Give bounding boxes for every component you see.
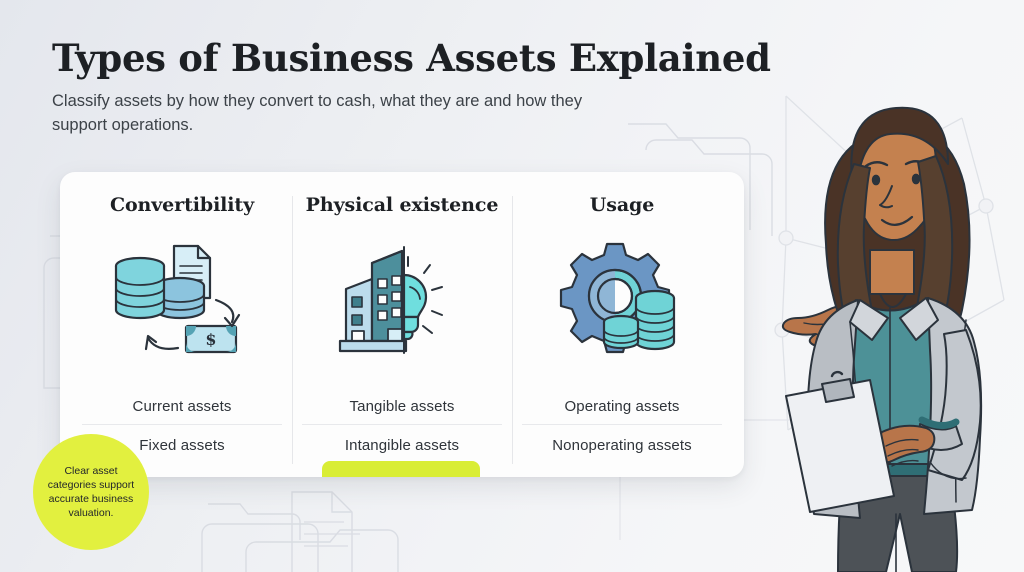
category-items: Operating assets Nonoperating assets: [522, 390, 722, 463]
list-item[interactable]: Current assets: [132, 398, 232, 415]
gear-coin-stacks-icon: [522, 238, 722, 362]
list-item[interactable]: Nonoperating assets: [522, 424, 722, 463]
category-title: Convertibility: [109, 194, 255, 216]
coins-document-cash-cycle-icon: $: [82, 238, 282, 362]
asset-categories-card: Convertibility: [60, 172, 744, 477]
page-title: Types of Business Assets Explained: [52, 36, 771, 80]
status-badge: Clear asset categories support accurate …: [33, 434, 149, 550]
list-item[interactable]: Operating assets: [564, 398, 680, 415]
status-badge-label: Clear asset categories support accurate …: [47, 464, 135, 520]
woman-with-clipboard-presenting-icon: [770, 94, 1024, 572]
svg-text:$: $: [205, 330, 216, 349]
list-item[interactable]: Intangible assets: [302, 424, 502, 463]
category-items: Tangible assets Intangible assets: [302, 390, 502, 463]
list-item[interactable]: Tangible assets: [349, 398, 455, 415]
category-title: Physical existence: [305, 194, 499, 216]
category-column-convertibility[interactable]: Convertibility: [72, 194, 292, 477]
category-items: Current assets Fixed assets: [82, 390, 282, 463]
category-columns: Convertibility: [60, 172, 744, 477]
category-title: Usage: [589, 194, 655, 216]
page-subtitle: Classify assets by how they convert to c…: [52, 92, 583, 135]
category-column-physical-existence[interactable]: Physical existence: [292, 194, 512, 477]
cta-pill[interactable]: [322, 461, 480, 477]
category-column-usage[interactable]: Usage: [512, 194, 732, 477]
list-item[interactable]: Fixed assets: [82, 424, 282, 463]
header: Types of Business Assets Explained Class…: [52, 36, 771, 138]
building-lightbulb-split-icon: [302, 238, 502, 362]
